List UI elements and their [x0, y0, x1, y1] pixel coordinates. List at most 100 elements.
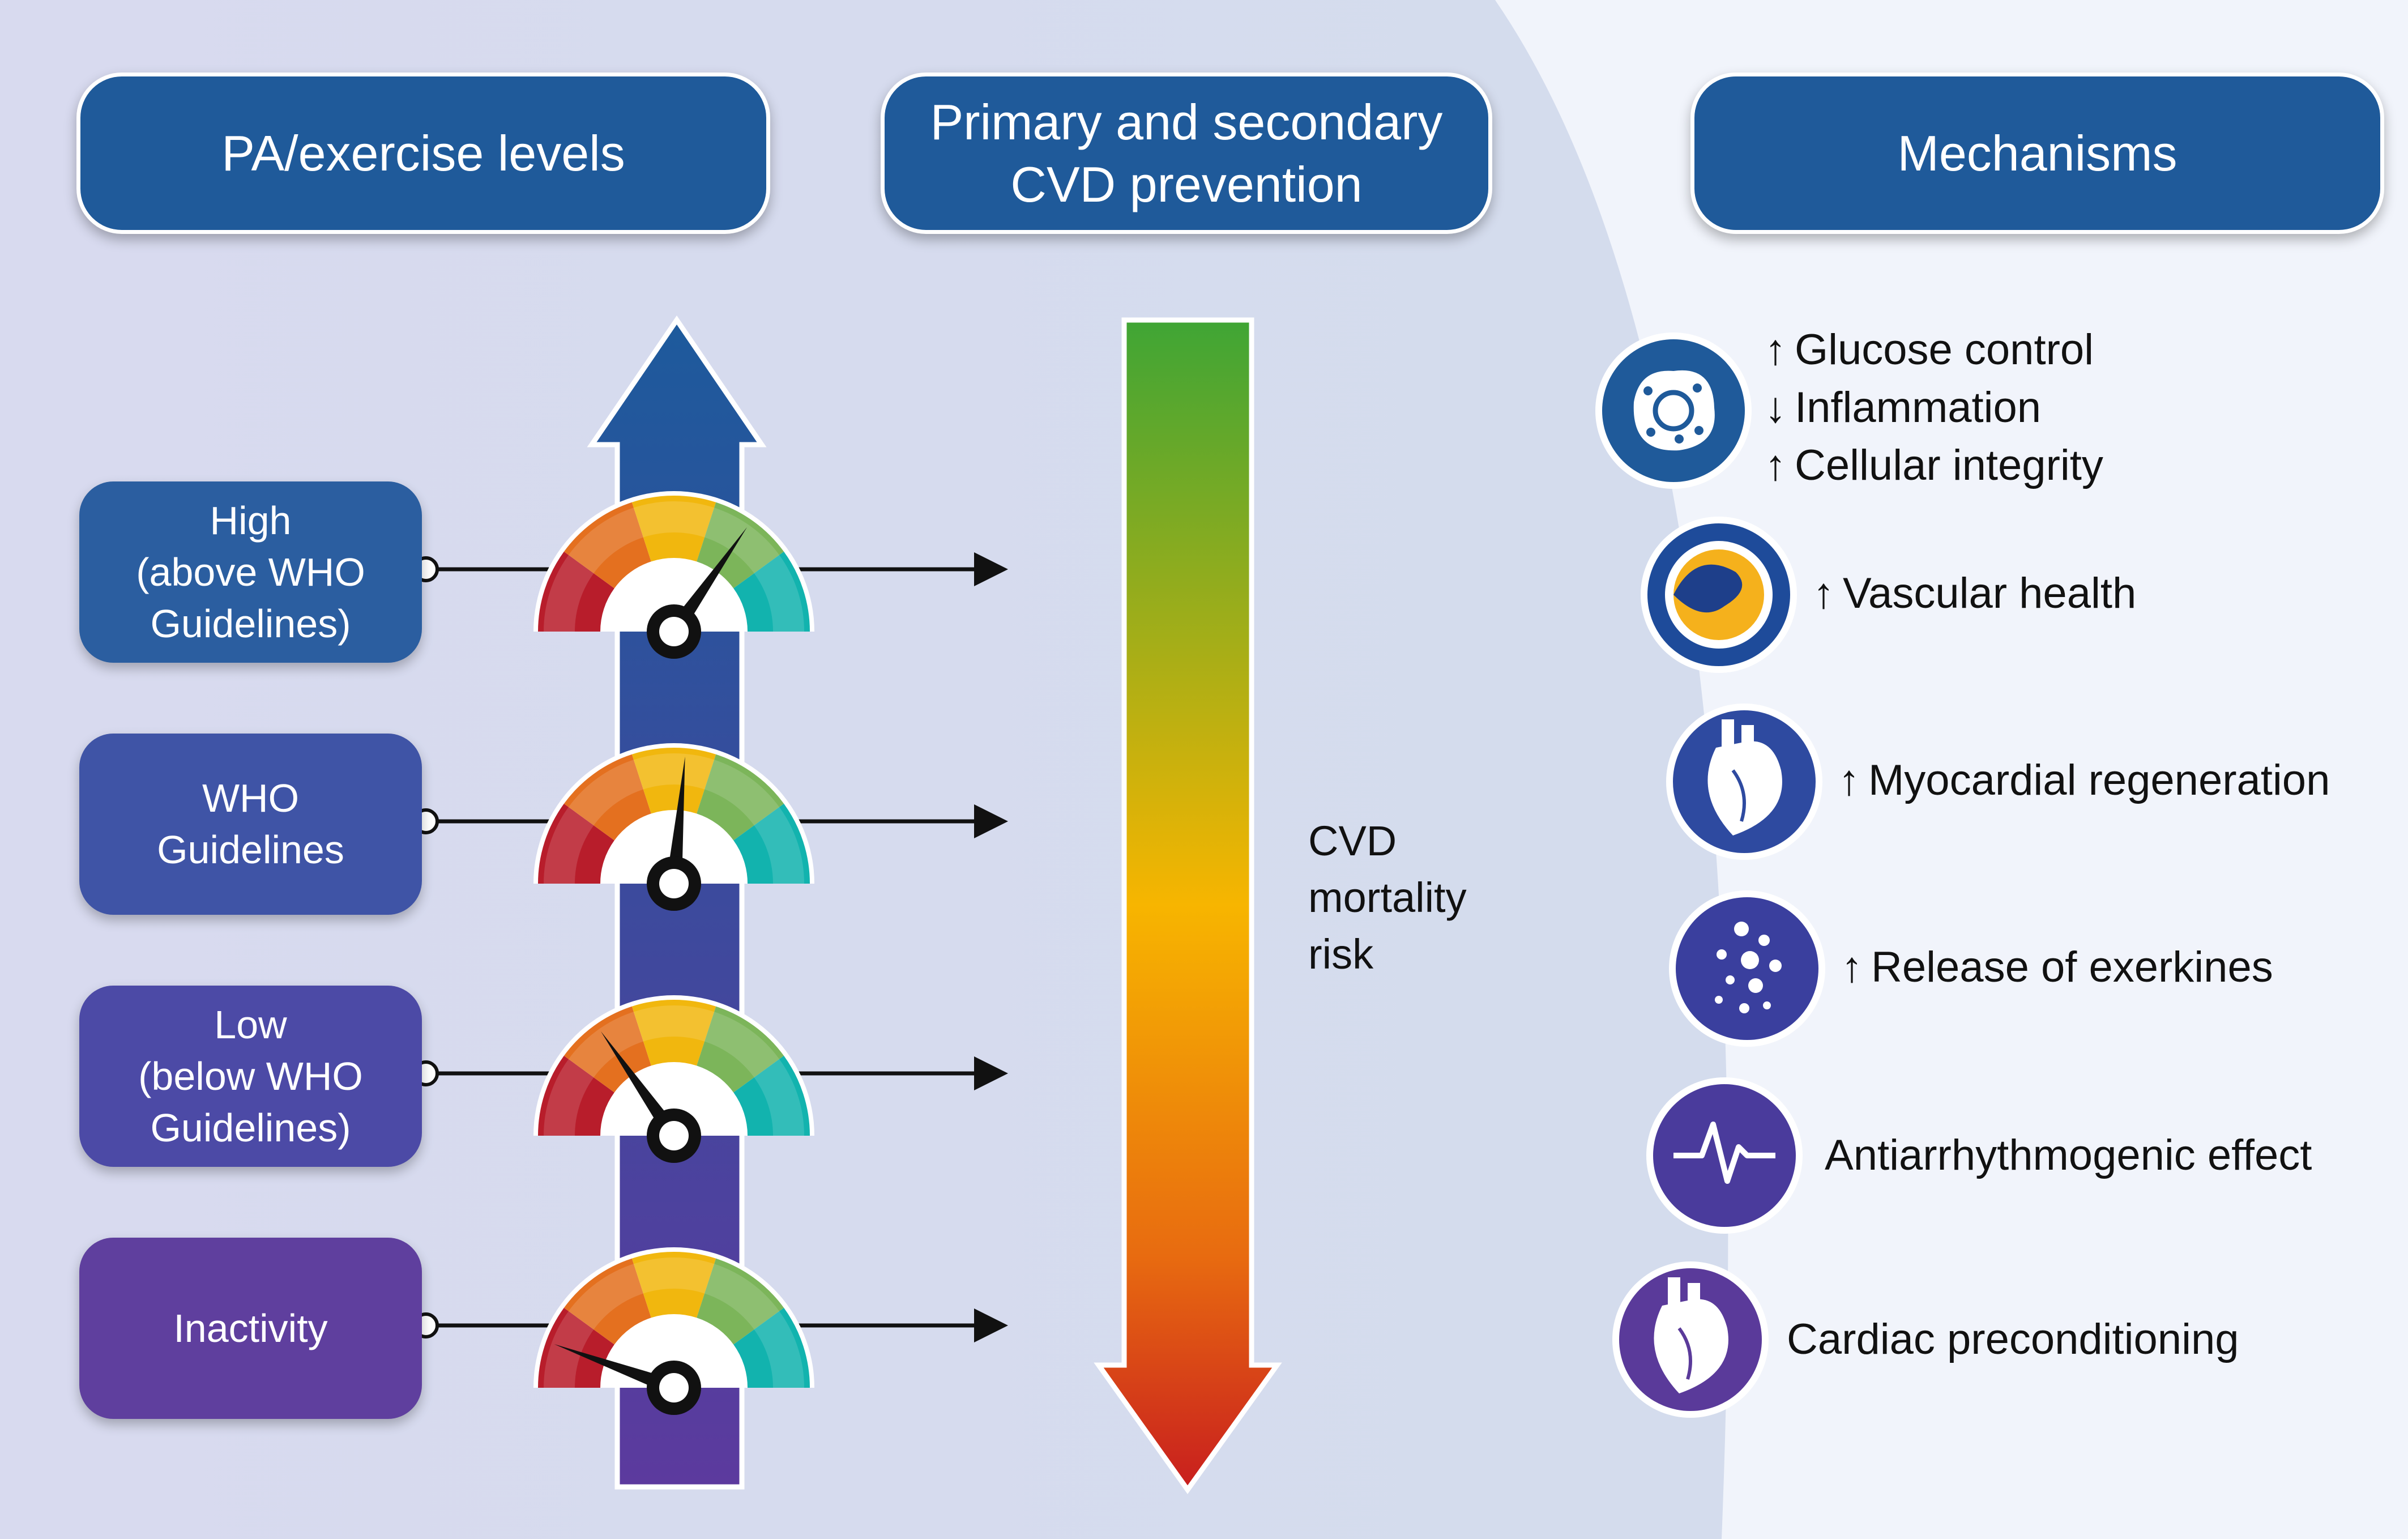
gauge-segment-highlight	[568, 1012, 643, 1078]
gauge-segment-highlight	[705, 760, 780, 826]
gauge-segment	[538, 1055, 614, 1136]
ecg-icon	[1646, 1077, 1803, 1234]
gauge-row	[413, 491, 1008, 659]
mechanism-text: Cellular integrity	[1795, 441, 2103, 489]
gauge-segment	[697, 1258, 784, 1345]
level-box-who: WHO Guidelines	[79, 734, 422, 915]
gauge-needle	[666, 756, 685, 885]
exerkine-dot	[1715, 996, 1723, 1004]
gauge-row	[413, 995, 1008, 1163]
gauge-segment-highlight	[633, 1005, 715, 1042]
mechanism-label: ↑Cellular integrity	[1764, 444, 2103, 487]
arrowhead	[974, 1056, 1008, 1090]
ecg-trace	[1673, 1122, 1775, 1184]
exerkine-dot	[1741, 951, 1759, 969]
gauge-segment	[697, 1006, 784, 1093]
gauge-segment-highlight	[705, 1012, 780, 1078]
gauge-segment	[631, 748, 716, 814]
arrowhead	[974, 552, 1008, 586]
gauge-hub-center	[659, 869, 689, 898]
heart-icon	[1612, 1261, 1769, 1418]
gauge-needle	[554, 1344, 677, 1396]
gauge-hub-center	[659, 1121, 689, 1150]
arrow-up-icon: ↑	[1765, 326, 1786, 374]
gauge-segment-highlight	[705, 508, 780, 574]
heart-vessel	[1688, 1283, 1700, 1308]
gauge-segment	[631, 1252, 716, 1318]
exerkine-dot	[1769, 960, 1782, 972]
mechanism-label: ↑Glucose control	[1764, 329, 2094, 372]
mechanism-text: Cardiac preconditioning	[1787, 1315, 2239, 1363]
cell-granule	[1643, 386, 1653, 395]
gauge-icon	[533, 995, 814, 1163]
gauge-segment	[631, 1000, 716, 1066]
gauge-segment-highlight	[633, 501, 715, 538]
gauge-segment	[697, 754, 784, 841]
gauge-segment	[733, 551, 810, 632]
gauge-segment	[563, 1258, 651, 1345]
gauge-segment	[538, 551, 614, 632]
gauge-segment	[538, 803, 614, 884]
gauge-segment-highlight	[705, 1264, 780, 1330]
gauge-segment-highlight	[633, 1257, 715, 1294]
gauge-segment-highlight	[754, 1059, 804, 1136]
gauge-icon	[533, 743, 814, 911]
heart-vessel	[1668, 1277, 1680, 1311]
header-mechanisms: Mechanisms	[1690, 73, 2384, 234]
mechanism-label: ↑Myocardial regeneration	[1838, 759, 2330, 802]
gauge-hub-center	[659, 1373, 689, 1402]
header-prevention: Primary and secondary CVD prevention	[881, 73, 1492, 234]
heart-regeneration-icon	[1666, 704, 1822, 860]
gauge-row	[413, 1247, 1008, 1415]
exerkine-dot	[1717, 949, 1727, 960]
gauge-segment-highlight	[633, 753, 715, 790]
exerkine-dot	[1748, 978, 1763, 993]
gauge-icon	[533, 491, 814, 659]
mechanism-text: Glucose control	[1795, 326, 2094, 374]
heart-detail	[1677, 1327, 1692, 1380]
gauge-segment	[563, 754, 651, 841]
gauge-segment	[631, 496, 716, 562]
risk-gradient-arrow	[1094, 317, 1282, 1494]
cell-granule	[1694, 426, 1703, 435]
header-pa-levels: PA/exercise levels	[76, 73, 770, 234]
arrow-down-icon: ↓	[1765, 383, 1786, 432]
mechanism-text: Antiarrhythmogenic effect	[1825, 1131, 2312, 1179]
mechanism-text: Myocardial regeneration	[1868, 756, 2330, 804]
exerkine-dot	[1726, 975, 1735, 984]
gauge-segment-highlight	[544, 555, 594, 632]
gauge-segment	[563, 502, 651, 589]
gauge-segment-highlight	[544, 1059, 594, 1136]
mechanism-text: Vascular health	[1843, 569, 2137, 617]
vessel-lumen	[1673, 564, 1743, 613]
mechanism-label: Antiarrhythmogenic effect	[1825, 1134, 2312, 1177]
arrow-up-icon: ↑	[1765, 441, 1786, 489]
level-box-high: High (above WHO Guidelines)	[79, 481, 422, 663]
arrowhead	[974, 1308, 1008, 1342]
gauge-segment	[733, 1307, 810, 1388]
mechanism-label: ↑Release of exerkines	[1841, 946, 2273, 989]
icon-disc	[1653, 1084, 1796, 1227]
vessel-icon	[1641, 517, 1797, 673]
heart-detail	[1731, 769, 1746, 822]
gauge-segment-highlight	[568, 760, 643, 826]
cell-granule	[1693, 383, 1702, 393]
gauge-segment-highlight	[754, 807, 804, 884]
heart-shape	[1707, 741, 1782, 835]
heart-vessel	[1741, 725, 1754, 751]
exerkine-dot	[1758, 935, 1770, 946]
mechanism-label: Cardiac preconditioning	[1787, 1318, 2239, 1361]
arrowhead	[974, 804, 1008, 838]
cell-body	[1633, 370, 1715, 451]
gauge-segment	[733, 803, 810, 884]
gauge-segment-highlight	[568, 1264, 643, 1330]
mechanism-label: ↓Inflammation	[1764, 386, 2041, 429]
arrow-up-icon: ↑	[1813, 569, 1834, 617]
arrow-up-icon: ↑	[1841, 943, 1863, 991]
gauge-hub-center	[659, 617, 689, 646]
gauge-segment-highlight	[544, 807, 594, 884]
gauge-segment-highlight	[754, 555, 804, 632]
level-box-low: Low (below WHO Guidelines)	[79, 986, 422, 1167]
